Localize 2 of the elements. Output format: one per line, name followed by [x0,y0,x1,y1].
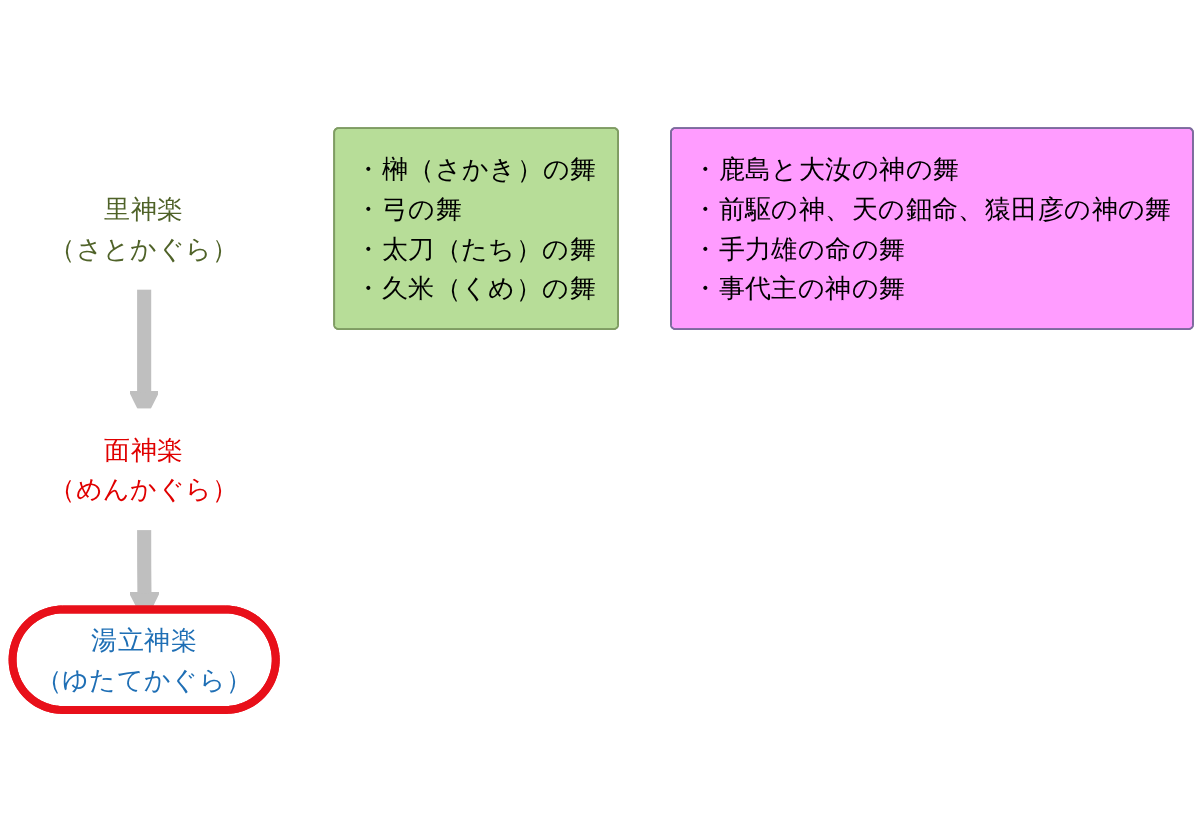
node-text: 面神楽 （めんかぐら） [49,433,239,505]
node-text: 里神楽 （さとかぐら） [49,193,239,264]
